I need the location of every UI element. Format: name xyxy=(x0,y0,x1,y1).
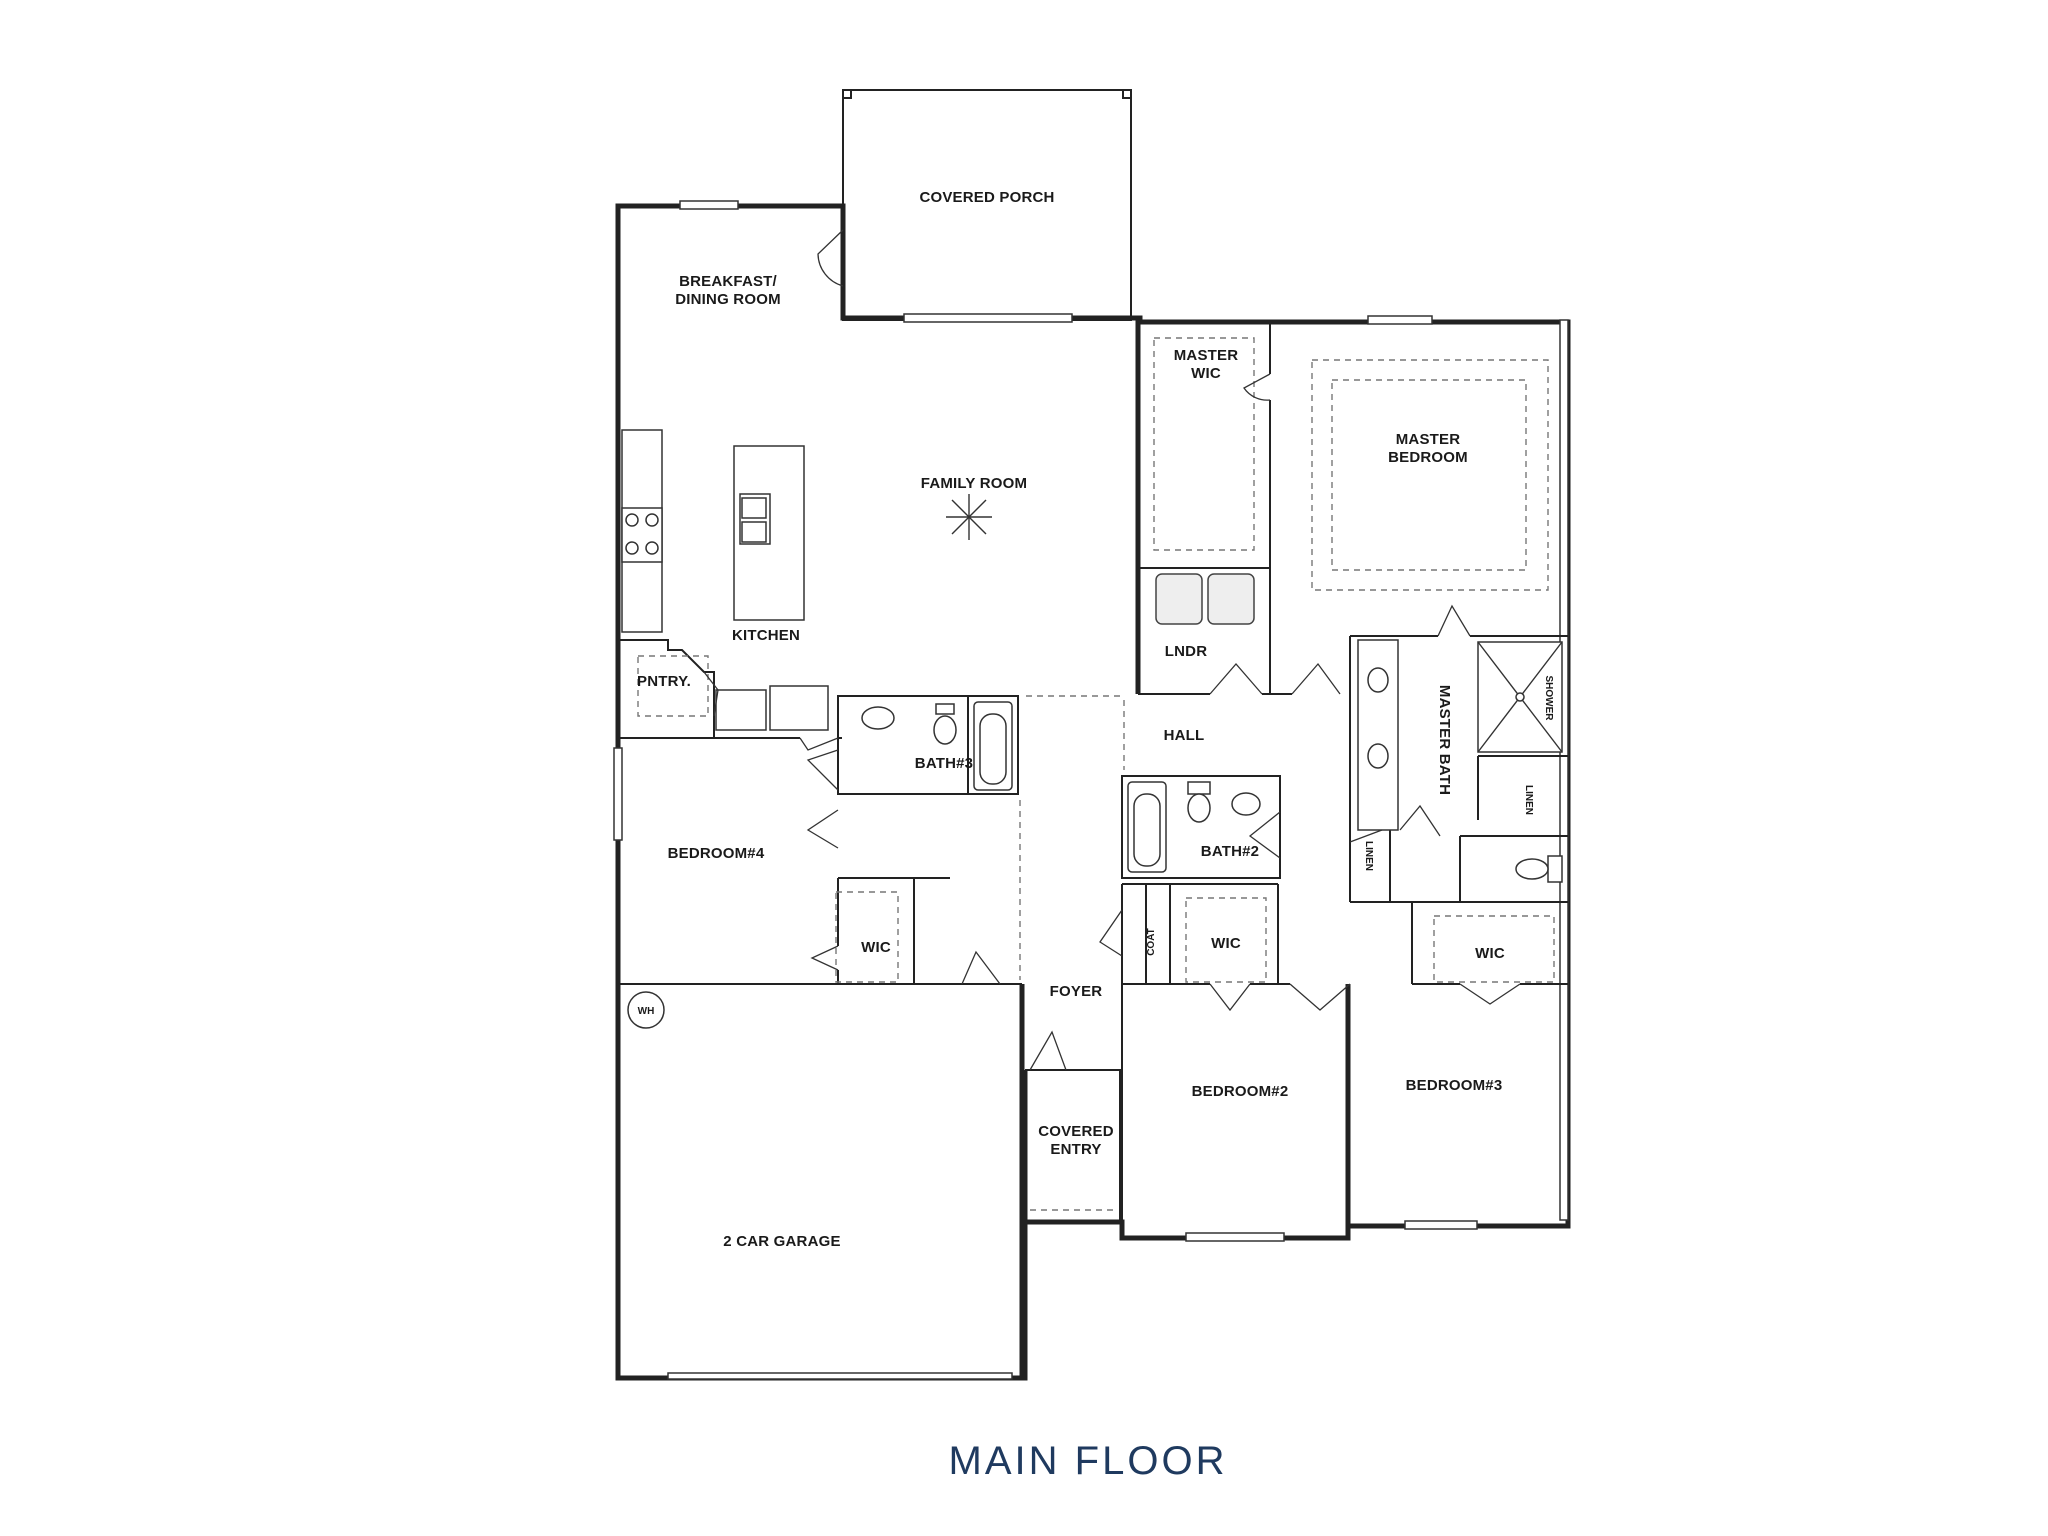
ceiling-fan-icon xyxy=(946,494,992,540)
label-family-room: FAMILY ROOM xyxy=(921,475,1027,492)
label-shower: SHOWER xyxy=(1543,676,1554,722)
label-bedroom3: BEDROOM#3 xyxy=(1406,1077,1503,1094)
interior-walls xyxy=(618,320,1568,1378)
label-linen-left: LINEN xyxy=(1363,841,1374,871)
label-master-bedroom-line2: BEDROOM xyxy=(1388,449,1468,466)
label-hall: HALL xyxy=(1164,727,1205,744)
label-master-wic-line1: MASTER xyxy=(1174,347,1239,364)
label-master-bedroom-line1: MASTER xyxy=(1396,431,1461,448)
label-water-heater: WH xyxy=(638,1006,655,1017)
label-laundry: LNDR xyxy=(1165,643,1207,660)
label-pantry: PNTRY. xyxy=(637,673,691,690)
label-wic-bed4: WIC xyxy=(861,939,891,956)
label-covered-entry-line2: ENTRY xyxy=(1050,1141,1101,1158)
label-garage: 2 CAR GARAGE xyxy=(723,1233,840,1250)
label-bath3: BATH#3 xyxy=(915,755,973,772)
label-wic-bed3: WIC xyxy=(1475,945,1505,962)
windows xyxy=(613,200,1569,1380)
dashed-details xyxy=(637,337,1555,983)
label-covered-porch: COVERED PORCH xyxy=(919,189,1054,206)
label-kitchen: KITCHEN xyxy=(732,627,800,644)
doors xyxy=(703,229,1521,1071)
label-covered-entry-line1: COVERED xyxy=(1038,1123,1114,1140)
label-breakfast-line2: DINING ROOM xyxy=(675,291,781,308)
label-coat: COAT xyxy=(1146,928,1157,956)
bath-fixtures xyxy=(627,573,1563,1029)
label-wic-bed2: WIC xyxy=(1211,935,1241,952)
label-foyer: FOYER xyxy=(1050,983,1103,1000)
label-linen-right: LINEN xyxy=(1523,785,1534,815)
label-bedroom2: BEDROOM#2 xyxy=(1192,1083,1289,1100)
label-master-bath: MASTER BATH xyxy=(1436,685,1453,795)
label-bedroom4: BEDROOM#4 xyxy=(668,845,765,862)
plan-title: MAIN FLOOR xyxy=(949,1439,1228,1483)
label-breakfast-line1: BREAKFAST/ xyxy=(679,273,777,290)
label-bath2: BATH#2 xyxy=(1201,843,1259,860)
kitchen-fixtures xyxy=(621,429,829,731)
label-master-wic-line2: WIC xyxy=(1191,365,1221,382)
room-labels: COVERED PORCH BREAKFAST/ DINING ROOM FAM… xyxy=(637,189,1554,1250)
